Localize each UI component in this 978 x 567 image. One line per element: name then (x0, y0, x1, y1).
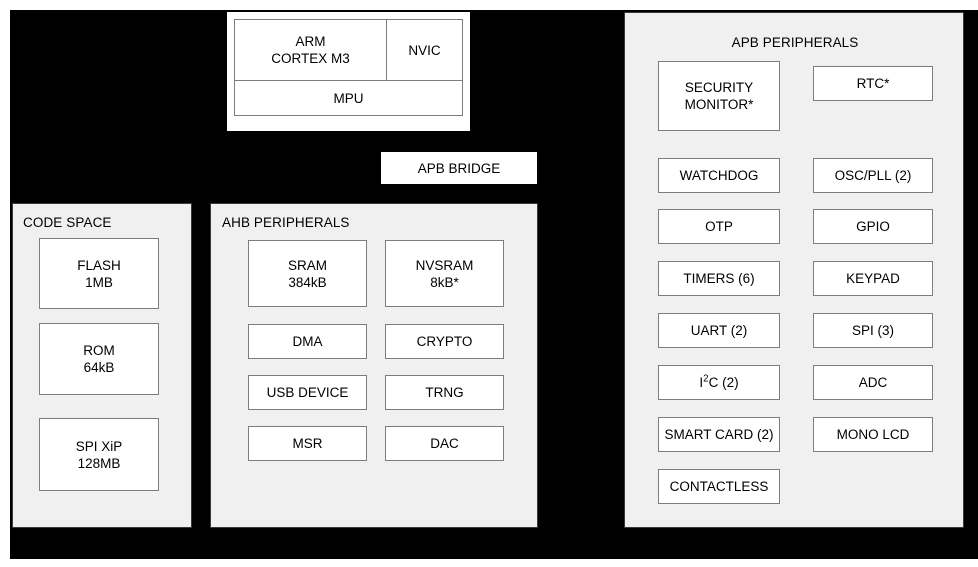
timers-label: TIMERS (6) (683, 271, 755, 286)
watchdog-block[interactable]: WATCHDOG (658, 158, 780, 193)
arm-cortex-m3-line1: ARM (295, 34, 326, 49)
msr-label: MSR (292, 436, 323, 451)
spi-xip-line2: 128MB (77, 455, 121, 471)
flash-line1: FLASH (77, 257, 121, 273)
contactless-block[interactable]: CONTACTLESS (658, 469, 780, 504)
rom-block[interactable]: ROM 64kB (39, 323, 159, 395)
watchdog-label: WATCHDOG (679, 168, 759, 183)
mpu-block[interactable]: MPU (234, 80, 463, 116)
code-space-panel: CODE SPACE FLASH 1MB ROM 64kB SPI XiP 12… (12, 203, 192, 528)
nvsram-line2: 8kB* (430, 274, 459, 290)
gpio-label: GPIO (856, 219, 890, 234)
osc-pll-block[interactable]: OSC/PLL (2) (813, 158, 933, 193)
ahb-peripherals-panel: AHB PERIPHERALS SRAM 384kB DMA USB DEVIC… (210, 203, 538, 528)
usb-device-block[interactable]: USB DEVICE (248, 375, 367, 410)
ahb-peripherals-title: AHB PERIPHERALS (222, 215, 350, 230)
msr-block[interactable]: MSR (248, 426, 367, 461)
smart-card-block[interactable]: SMART CARD (2) (658, 417, 780, 452)
rom-line1: ROM (83, 343, 115, 358)
trng-block[interactable]: TRNG (385, 375, 504, 410)
security-monitor-block[interactable]: SECURITY MONITOR* (658, 61, 780, 131)
contactless-label: CONTACTLESS (669, 479, 769, 494)
nvic-block[interactable]: NVIC (386, 19, 463, 81)
arm-cortex-m3-line2: CORTEX M3 (271, 51, 350, 66)
trng-label: TRNG (425, 385, 464, 400)
spi-xip-line1: SPI XiP (75, 438, 123, 454)
dac-label: DAC (430, 436, 459, 451)
cpu-cluster-panel: ARM CORTEX M3 NVIC MPU (227, 12, 470, 131)
arm-cortex-m3-block[interactable]: ARM CORTEX M3 (234, 19, 387, 81)
crypto-label: CRYPTO (416, 334, 473, 349)
dma-label: DMA (292, 334, 323, 349)
i2c-block[interactable]: I2C (2) (658, 365, 780, 400)
code-space-title: CODE SPACE (23, 215, 112, 230)
timers-block[interactable]: TIMERS (6) (658, 261, 780, 296)
rtc-block[interactable]: RTC* (813, 66, 933, 101)
uart-block[interactable]: UART (2) (658, 313, 780, 348)
spi-xip-block[interactable]: SPI XiP 128MB (39, 418, 159, 491)
security-monitor-line1: SECURITY (684, 80, 754, 95)
keypad-label: KEYPAD (846, 271, 900, 286)
usb-device-label: USB DEVICE (266, 385, 349, 400)
rom-line2: 64kB (83, 360, 115, 375)
gpio-block[interactable]: GPIO (813, 209, 933, 244)
security-monitor-line2: MONITOR* (684, 97, 754, 112)
nvsram-block[interactable]: NVSRAM 8kB* (385, 240, 504, 307)
spi-label: SPI (3) (851, 323, 894, 338)
mono-lcd-block[interactable]: MONO LCD (813, 417, 933, 452)
adc-label: ADC (858, 375, 888, 390)
keypad-block[interactable]: KEYPAD (813, 261, 933, 296)
spi-block[interactable]: SPI (3) (813, 313, 933, 348)
rtc-label: RTC* (856, 76, 890, 91)
mpu-label: MPU (333, 90, 364, 106)
mono-lcd-label: MONO LCD (836, 427, 910, 442)
apb-bridge-block[interactable]: APB BRIDGE (381, 152, 537, 184)
crypto-block[interactable]: CRYPTO (385, 324, 504, 359)
sram-block[interactable]: SRAM 384kB (248, 240, 367, 307)
uart-label: UART (2) (690, 323, 748, 338)
apb-peripherals-panel: APB PERIPHERALS SECURITY MONITOR* WATCHD… (624, 12, 964, 528)
otp-label: OTP (705, 219, 733, 234)
flash-line2: 1MB (85, 274, 113, 290)
adc-block[interactable]: ADC (813, 365, 933, 400)
nvic-label: NVIC (408, 42, 441, 58)
flash-block[interactable]: FLASH 1MB (39, 238, 159, 309)
osc-pll-label: OSC/PLL (2) (834, 168, 912, 183)
dma-block[interactable]: DMA (248, 324, 367, 359)
dac-block[interactable]: DAC (385, 426, 504, 461)
nvsram-line1: NVSRAM (415, 257, 474, 273)
apb-peripherals-title: APB PERIPHERALS (731, 35, 859, 50)
apb-bridge-label: APB BRIDGE (417, 160, 501, 176)
smart-card-label: SMART CARD (2) (664, 427, 774, 442)
otp-block[interactable]: OTP (658, 209, 780, 244)
i2c-label: I2C (2) (699, 373, 739, 390)
sram-line1: SRAM (287, 257, 327, 273)
sram-line2: 384kB (288, 274, 327, 290)
